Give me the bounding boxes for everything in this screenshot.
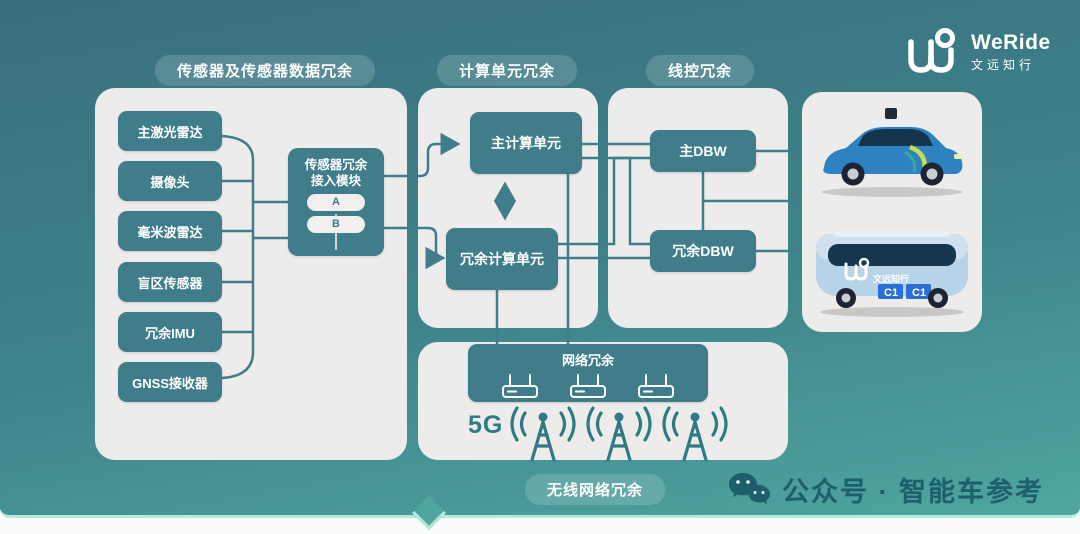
compute-section-title: 计算单元冗余 [436,55,578,86]
router-icon [502,374,538,398]
weride-logo-icon [908,28,955,73]
port-b-pill: B [307,216,365,234]
sensor-section-title: 传感器及传感器数据冗余 [154,55,376,86]
dbw-section-title: 线控冗余 [645,55,755,86]
router-icon [638,374,674,398]
5g-label: 5G [468,411,504,439]
robobus-badge-2: C1 [912,287,926,299]
watermark: 公众号 · 智能车参考 [728,470,1044,509]
router-icon [570,374,606,398]
robobus-brand-text: 文远知行 [872,273,909,284]
robotaxi-image [822,108,963,197]
sensor-box-imu: 冗余IMU [118,312,222,352]
wechat-icon [729,472,770,504]
weride-brand-cn: 文远知行 [971,58,1036,72]
sensor-box-camera: 摄像头 [118,161,222,201]
redundant-dbw-box: 冗余DBW [650,230,756,272]
main-compute-box: 主计算单元 [470,112,582,174]
wireless-section-title: 无线网络冗余 [524,474,666,505]
weride-logo-text: WeRide 文远知行 [971,31,1051,73]
weride-logo: WeRide 文远知行 [905,26,1051,78]
sensor-access-module: 传感器冗余 接入模块 A B [288,148,384,256]
weride-brand-en: WeRide [971,31,1051,54]
sensor-box-blindspot: 盲区传感器 [118,262,222,302]
main-dbw-box: 主DBW [650,130,756,172]
antenna-tower-icon [586,406,652,462]
antenna-tower-icon [662,406,728,462]
router-icons-row [468,372,708,402]
antenna-icons-row [505,404,733,462]
sensor-box-radar: 毫米波雷达 [118,211,222,251]
robobus-badge-1: C1 [884,287,898,299]
sensor-box-lidar: 主激光雷达 [118,111,222,151]
dbw-redundancy-panel [608,88,788,328]
sensor-box-gnss: GNSS接收器 [118,362,222,402]
antenna-tower-icon [510,406,576,462]
module-label-line1: 传感器冗余 [304,158,368,172]
port-a-pill: A [307,194,365,212]
network-redundancy-box: 网络冗余 [468,344,708,402]
watermark-text: 公众号 · 智能车参考 [782,477,1044,507]
module-label-line2: 接入模块 [310,173,361,188]
network-redundancy-label: 网络冗余 [561,353,614,368]
redundant-compute-box: 冗余计算单元 [446,228,558,290]
robobus-image: 文远知行 C1 C1 [816,230,968,317]
